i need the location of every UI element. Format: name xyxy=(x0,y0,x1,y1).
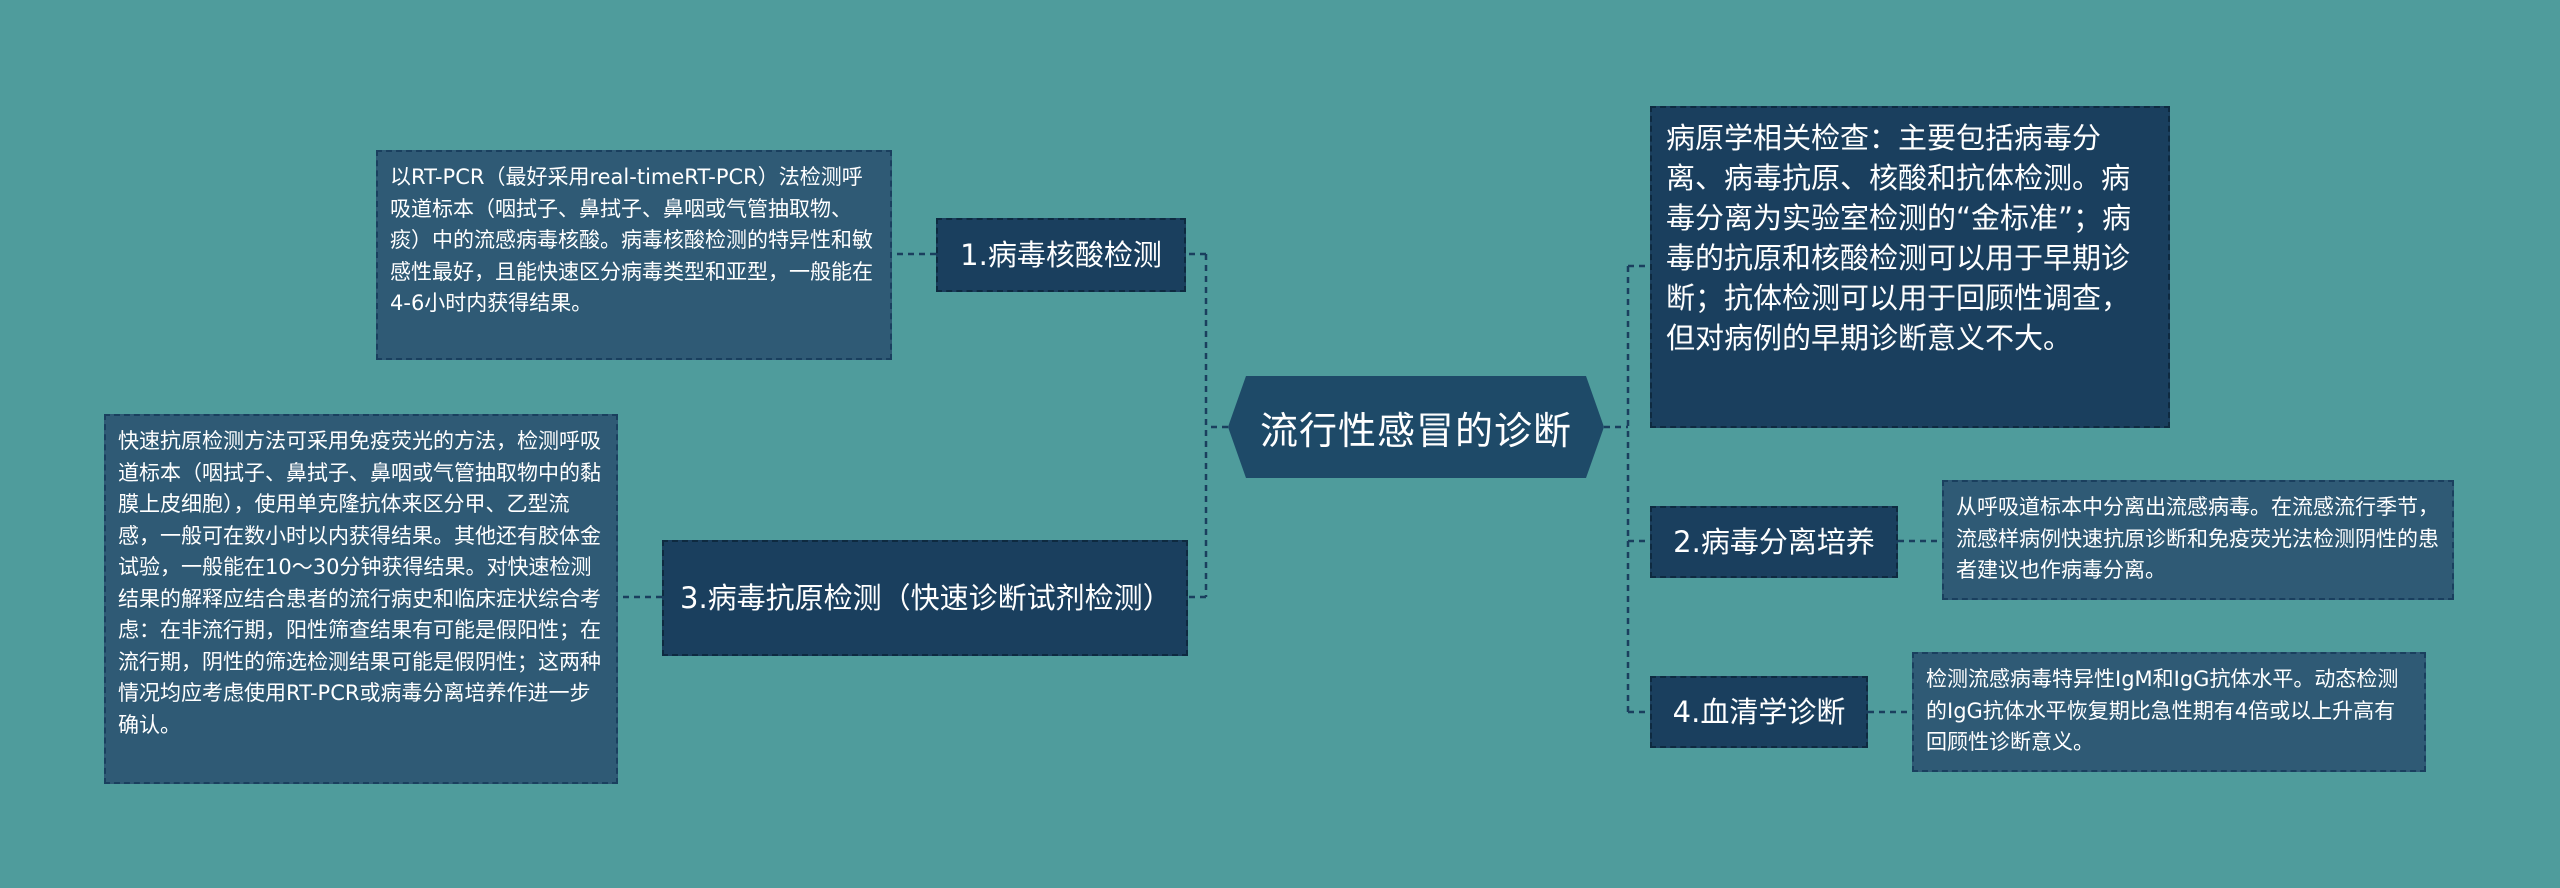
branch-label: 病原学相关检查：主要包括病毒分离、病毒抗原、核酸和抗体检测。病毒分离为实验室检测… xyxy=(1666,121,2132,355)
branch-virus-culture[interactable]: 2.病毒分离培养 xyxy=(1650,506,1898,578)
branch-serology[interactable]: 4.血清学诊断 xyxy=(1650,676,1868,748)
branch-label: 4.血清学诊断 xyxy=(1672,695,1846,729)
detail-text: 检测流感病毒特异性IgM和IgG抗体水平。动态检测的IgG抗体水平恢复期比急性期… xyxy=(1926,667,2399,754)
root-title: 流行性感冒的诊断 xyxy=(1259,408,1572,453)
branch-label: 1.病毒核酸检测 xyxy=(960,238,1162,272)
detail-serology[interactable]: 检测流感病毒特异性IgM和IgG抗体水平。动态检测的IgG抗体水平恢复期比急性期… xyxy=(1912,652,2426,772)
detail-virus-nucleic-acid[interactable]: 以RT-PCR（最好采用real-timeRT-PCR）法检测呼吸道标本（咽拭子… xyxy=(376,150,892,360)
branch-label: 2.病毒分离培养 xyxy=(1673,525,1875,559)
root-topic[interactable]: 流行性感冒的诊断 xyxy=(1228,376,1604,478)
detail-virus-culture[interactable]: 从呼吸道标本中分离出流感病毒。在流感流行季节，流感样病例快速抗原诊断和免疫荧光法… xyxy=(1942,480,2454,600)
detail-text: 快速抗原检测方法可采用免疫荧光的方法，检测呼吸道标本（咽拭子、鼻拭子、鼻咽或气管… xyxy=(118,429,601,737)
branch-virus-nucleic-acid[interactable]: 1.病毒核酸检测 xyxy=(936,218,1186,292)
detail-text: 以RT-PCR（最好采用real-timeRT-PCR）法检测呼吸道标本（咽拭子… xyxy=(390,165,873,315)
branch-label: 3.病毒抗原检测（快速诊断试剂检测） xyxy=(680,581,1172,615)
detail-text: 从呼吸道标本中分离出流感病毒。在流感流行季节，流感样病例快速抗原诊断和免疫荧光法… xyxy=(1956,495,2439,582)
detail-virus-antigen[interactable]: 快速抗原检测方法可采用免疫荧光的方法，检测呼吸道标本（咽拭子、鼻拭子、鼻咽或气管… xyxy=(104,414,618,784)
branch-virus-antigen[interactable]: 3.病毒抗原检测（快速诊断试剂检测） xyxy=(662,540,1188,656)
branch-pathogen-overview[interactable]: 病原学相关检查：主要包括病毒分离、病毒抗原、核酸和抗体检测。病毒分离为实验室检测… xyxy=(1650,106,2170,428)
